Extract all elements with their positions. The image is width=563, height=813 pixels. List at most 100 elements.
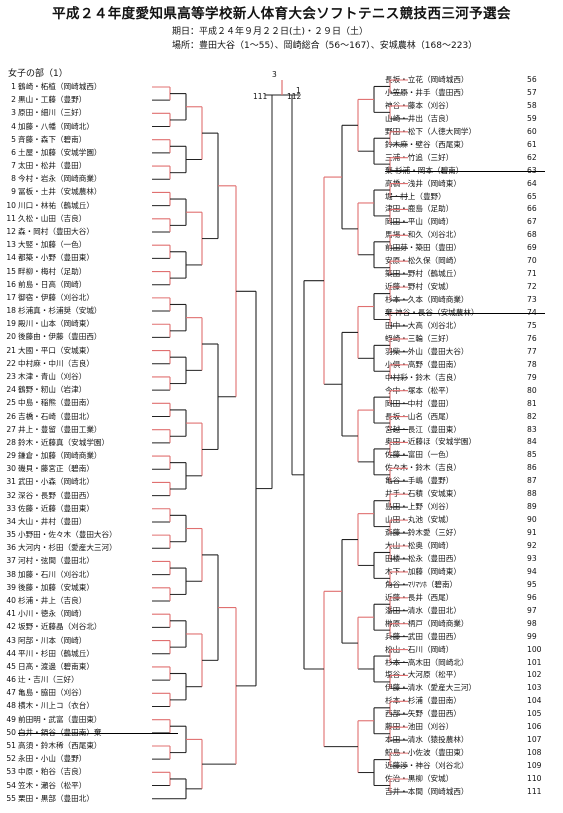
entry-number: 66 [527, 204, 537, 214]
entry-number: 86 [527, 463, 537, 473]
final-right-number: 112 [287, 92, 302, 101]
player-entry-80: 今中・塚本（松平）80 [385, 385, 563, 397]
player-entry-96: 近藤・長井（西尾）96 [385, 592, 563, 604]
entry-number: 46 [6, 675, 16, 685]
entry-number: 89 [527, 502, 537, 512]
player-entry-107: 本田・清水（猿投農林）107 [385, 734, 563, 746]
player-entry-81: 岡田・中村（豊田）81 [385, 398, 563, 410]
player-entry-99: 兵藤・武田（豊田西）99 [385, 631, 563, 643]
player-entry-61: 鈴木麻・壁谷（西尾東）61 [385, 139, 563, 151]
entry-number: 69 [527, 243, 537, 253]
entry-number: 5 [11, 134, 16, 144]
entry-names: 鈴木・近藤真（安城学園） [18, 437, 110, 447]
entry-number: 12 [6, 226, 16, 236]
entry-number: 94 [527, 566, 537, 576]
entry-names: 角谷・ﾏﾘﾏﾂﾎ（碧南） [385, 579, 458, 589]
entry-number: 39 [6, 582, 16, 592]
entry-names: 殿川・山本（岡崎東） [18, 319, 94, 329]
entry-number: 58 [527, 100, 537, 110]
entry-number: 57 [527, 87, 537, 97]
entry-names: 中村彩・鈴木（吉良） [385, 372, 461, 382]
entry-number: 7 [11, 161, 16, 171]
player-entry-103: 伊藤・清水（愛産大三河）103 [385, 682, 563, 694]
entry-names: 原田・細川（三好） [18, 108, 87, 118]
entry-number: 61 [527, 139, 537, 149]
entry-number: 38 [6, 569, 16, 579]
entry-names: 佐治・黒柳（安城） [385, 774, 454, 783]
entry-names: 杉浦真・杉浦奨（安城） [18, 306, 102, 316]
entry-names: 今中・塚本（松平） [385, 385, 454, 395]
entry-names: 横木・川上コ（衣台） [18, 701, 94, 711]
entry-number: 76 [527, 333, 537, 343]
player-entry-57: 小笠原・井手（豊田西）57 [385, 87, 563, 99]
entry-number: 10 [6, 200, 16, 210]
player-entry-89: 島田・上野（刈谷）89 [385, 501, 563, 513]
entry-number: 98 [527, 618, 537, 628]
entry-names: 高須・鈴木稀（西尾東） [18, 741, 102, 750]
entry-number: 70 [527, 256, 537, 266]
entry-names: 藤田・池田（刈谷） [385, 722, 454, 732]
player-entry-75: 田中・大高（刈谷北）75 [385, 320, 563, 332]
player-entry-100: 松山・石川（岡崎）100 [385, 644, 563, 656]
entry-names: 川口・林祐（鶴城丘） [18, 200, 94, 210]
entry-number: 72 [527, 282, 537, 292]
player-entry-66: 津田・鹿島（足助）66 [385, 203, 563, 215]
entry-names: 堀・村上（豊野） [385, 191, 446, 201]
entry-number: 73 [527, 295, 537, 305]
entry-number: 88 [527, 489, 537, 499]
entry-number: 26 [6, 411, 16, 421]
entry-number: 102 [527, 670, 542, 680]
entry-names: 前田明・武富（豊田東） [18, 714, 102, 724]
player-entry-82: 長坂・山名（西尾）82 [385, 411, 563, 423]
player-entry-86: 佐々木・鈴木（吉良）86 [385, 462, 563, 474]
entry-names: 斉藤・森下（碧南） [18, 134, 87, 144]
entry-number: 74 [527, 307, 545, 319]
final-score-top: 3 [272, 70, 277, 79]
entry-number: 35 [6, 530, 16, 540]
entry-names: 笠木・瀬谷（松平） [18, 780, 87, 790]
entry-names: 今村・岩永（岡崎商業） [18, 174, 102, 184]
entry-number: 95 [527, 579, 537, 589]
entry-number: 25 [6, 398, 16, 408]
player-entry-73: 杉本・久本（岡崎商業） 73 [385, 294, 563, 306]
entry-names: 井手・石積（安城東） [385, 489, 461, 499]
entry-number: 20 [6, 332, 16, 342]
entry-number: 8 [11, 174, 16, 184]
entry-number: 100 [527, 644, 542, 654]
player-entry-64: 高橋・浅井（岡崎東）64 [385, 178, 563, 190]
entry-names: 西部・矢野（豊田西） [385, 709, 461, 719]
entry-number: 75 [527, 320, 537, 330]
entry-names: 木津・青山（刈谷） [18, 371, 87, 381]
entry-number: 52 [6, 754, 16, 764]
entry-number: 13 [6, 240, 16, 250]
withdrawn-strike [385, 170, 545, 172]
entry-names: 辻・吉川（三好） [18, 675, 79, 685]
entry-number: 110 [527, 774, 542, 783]
entry-number: 59 [527, 113, 537, 123]
entry-number: 43 [6, 635, 16, 645]
entry-names: 太田・松井（豊田） [18, 161, 87, 171]
entry-number: 6 [11, 147, 16, 157]
entry-number: 41 [6, 609, 16, 619]
entry-names: 杉本・久本（岡崎商業） [385, 295, 469, 305]
entry-number: 90 [527, 515, 537, 525]
entry-names: 大山・井村（豊田） [18, 516, 87, 526]
entry-number: 99 [527, 631, 537, 641]
entry-number: 34 [6, 516, 16, 526]
